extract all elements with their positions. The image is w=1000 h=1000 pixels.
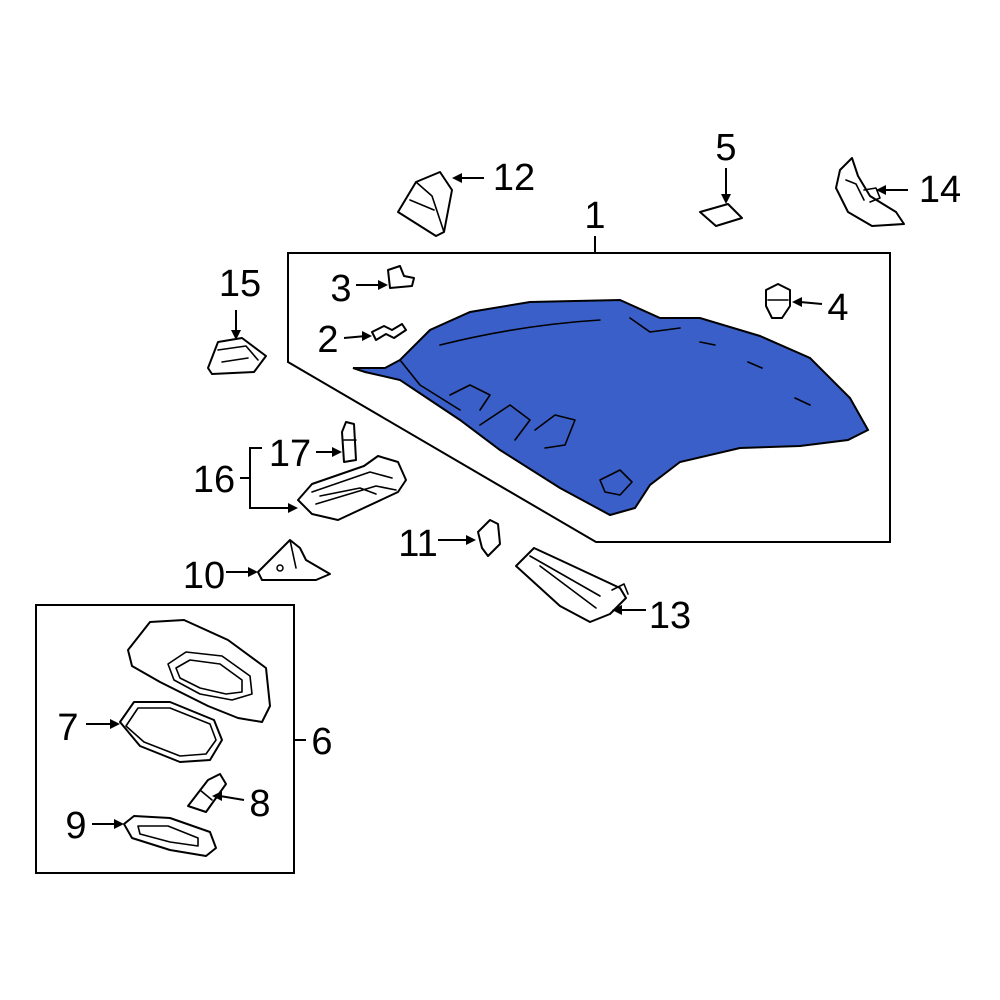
part-9-lens[interactable] bbox=[123, 815, 217, 857]
part-4-clip[interactable] bbox=[765, 283, 791, 319]
callout-8: 8 bbox=[249, 783, 270, 825]
callout-16: 16 bbox=[193, 459, 235, 501]
callout-12: 12 bbox=[493, 157, 535, 199]
part-6-visor[interactable] bbox=[127, 619, 271, 723]
callout-10: 10 bbox=[183, 555, 225, 597]
part-13-handle[interactable] bbox=[515, 547, 629, 623]
callout-9: 9 bbox=[65, 805, 86, 847]
headliner-part[interactable] bbox=[352, 298, 870, 517]
part-10-bracket[interactable] bbox=[257, 539, 331, 581]
part-17-bulb[interactable] bbox=[341, 421, 357, 463]
part-3-clip[interactable] bbox=[387, 265, 415, 289]
callout-labels: 1 2 3 4 5 6 7 8 9 10 11 12 13 14 15 16 1… bbox=[57, 127, 961, 847]
callout-17: 17 bbox=[269, 433, 311, 475]
callout-1: 1 bbox=[584, 195, 605, 237]
part-16-lamp[interactable] bbox=[297, 455, 407, 521]
part-15-bracket[interactable] bbox=[207, 337, 267, 375]
callout-13: 13 bbox=[649, 595, 691, 637]
part-7-frame[interactable] bbox=[119, 701, 223, 763]
callout-14: 14 bbox=[919, 169, 961, 211]
callout-2: 2 bbox=[317, 319, 338, 361]
part-11-clip[interactable] bbox=[477, 519, 501, 557]
callout-6: 6 bbox=[311, 721, 332, 763]
callout-5: 5 bbox=[715, 127, 736, 169]
callout-7: 7 bbox=[57, 707, 78, 749]
callout-11: 11 bbox=[398, 523, 437, 565]
part-2-clip[interactable] bbox=[371, 323, 407, 341]
leaders bbox=[86, 168, 908, 829]
callout-4: 4 bbox=[827, 287, 848, 329]
part-5-clip[interactable] bbox=[699, 203, 743, 227]
part-14-trim[interactable] bbox=[835, 157, 905, 227]
callout-3: 3 bbox=[330, 268, 351, 310]
headliner-panel[interactable] bbox=[352, 298, 870, 517]
part-8-bulb[interactable] bbox=[187, 773, 227, 813]
part-12-bracket[interactable] bbox=[397, 171, 453, 237]
callout-15: 15 bbox=[219, 263, 261, 305]
